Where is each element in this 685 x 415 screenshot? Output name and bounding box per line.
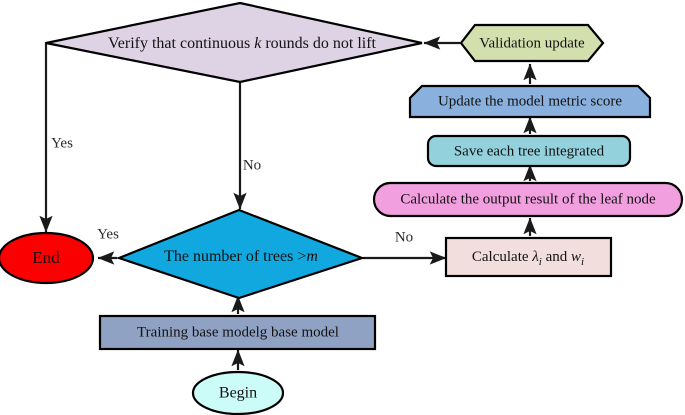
calc-lambda-prefix: Calculate	[472, 249, 532, 265]
node-calculate-lambda-and-w[interactable]	[444, 236, 613, 278]
node-update-model-metric-score[interactable]	[408, 84, 652, 119]
node-end[interactable]	[0, 231, 95, 285]
node-begin[interactable]	[191, 370, 285, 415]
node-number-of-trees[interactable]	[115, 208, 366, 300]
node-end-label: End	[32, 248, 60, 267]
node-save-each-tree-integrated[interactable]	[426, 134, 632, 168]
verify-label-suffix: rounds do not lift	[261, 35, 376, 52]
node-validation-update-label: Validation update	[479, 35, 585, 51]
node-update-metric-label: Update the model metric score	[438, 93, 622, 109]
calc-lambda-symbol: λ	[531, 249, 539, 265]
calc-lambda-mid: and	[542, 249, 571, 265]
node-begin-label: Begin	[219, 385, 257, 402]
node-save-tree-label: Save each tree integrated	[454, 143, 605, 159]
node-validation-update[interactable]	[459, 23, 605, 63]
node-verify-label: Verify that continuous k rounds do not l…	[108, 35, 377, 52]
node-training-base-model[interactable]	[98, 314, 377, 351]
calc-lambda-sub2: i	[581, 256, 584, 268]
calc-lambda-sub1: i	[539, 256, 542, 268]
edge-label-trees-no: No	[395, 229, 413, 245]
trees-label-prefix: The number of trees >	[164, 248, 306, 265]
node-calc-leaf-label: Calculate the output result of the leaf …	[400, 191, 656, 207]
edge-label-verify-yes: Yes	[51, 135, 73, 151]
node-verify-continuous-rounds[interactable]	[45, 1, 423, 84]
node-calculate-leaf-output[interactable]	[372, 181, 684, 218]
node-calc-lambda-label: Calculate λi and wi	[472, 249, 584, 267]
node-number-of-trees-label: The number of trees >m	[164, 248, 318, 265]
edge-label-verify-no: No	[243, 157, 261, 173]
node-training-label: Training base modelg base model	[137, 324, 339, 340]
verify-label-italic: k	[254, 35, 262, 52]
trees-label-italic: m	[306, 248, 318, 265]
verify-label-prefix: Verify that continuous	[108, 35, 254, 52]
calc-lambda-symbol2: w	[571, 249, 581, 265]
edge-label-trees-yes: Yes	[97, 226, 119, 242]
